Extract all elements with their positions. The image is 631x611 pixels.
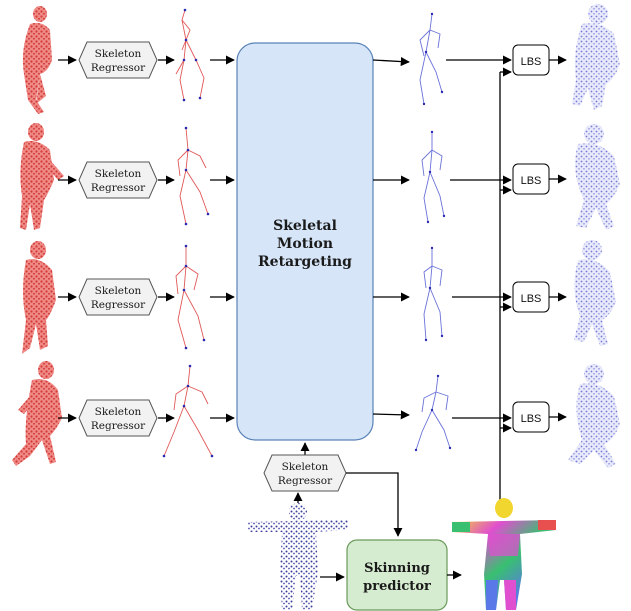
- skeleton-icon: [175, 244, 206, 350]
- skeleton-regressor-box: Skeleton Regressor: [263, 454, 347, 492]
- lbs-box: LBS: [512, 163, 550, 195]
- target-point-cloud-icon: [568, 364, 620, 468]
- target-point-cloud-icon: [572, 4, 620, 110]
- regressor-label-line2: Regressor: [91, 299, 146, 311]
- colored-mesh-icon: [452, 498, 556, 610]
- regressor-label-line1: Skeleton: [95, 168, 142, 180]
- target-point-cloud-icon: [574, 240, 616, 346]
- retarget-line1: Skeletal: [273, 218, 337, 234]
- skeleton-regressor-box: Skeleton Regressor: [78, 399, 158, 437]
- regressor-label-line1: Skeleton: [95, 48, 142, 60]
- source-point-cloud-icon: [22, 6, 52, 114]
- regressor-label-line2: Regressor: [91, 182, 146, 194]
- source-point-cloud-icon: [22, 241, 56, 354]
- regressor-label-line1: Skeleton: [282, 461, 329, 473]
- lbs-box: LBS: [512, 401, 550, 433]
- skeleton-icon: [421, 130, 446, 224]
- skeleton-icon: [177, 126, 210, 226]
- source-point-cloud-icon: [12, 361, 62, 466]
- skeleton-icon: [414, 374, 452, 452]
- skeleton-icon: [162, 364, 214, 458]
- regressor-label-line1: Skeleton: [95, 285, 142, 297]
- lbs-label: LBS: [521, 293, 542, 305]
- skeleton-icon: [423, 246, 444, 342]
- lbs-label: LBS: [521, 56, 542, 68]
- target-point-cloud-icon: [575, 124, 620, 230]
- skeleton-icon: [419, 12, 444, 106]
- skeleton-regressor-box: Skeleton Regressor: [78, 161, 158, 199]
- regressor-label-line2: Regressor: [91, 420, 146, 432]
- skinning-line2: predictor: [363, 579, 431, 594]
- skeletal-motion-retargeting-box: Skeletal Motion Retargeting: [236, 42, 374, 441]
- target-point-cloud-icon: [248, 503, 348, 610]
- regressor-label-line1: Skeleton: [95, 406, 142, 418]
- skeleton-icon: [175, 8, 205, 102]
- lbs-box: LBS: [512, 44, 550, 76]
- retarget-line3: Retargeting: [258, 254, 352, 270]
- lbs-label: LBS: [521, 175, 542, 187]
- regressor-label-line2: Regressor: [91, 62, 146, 74]
- skinning-line1: Skinning: [364, 561, 430, 576]
- source-point-cloud-icon: [20, 123, 64, 230]
- skeleton-regressor-box: Skeleton Regressor: [78, 278, 158, 316]
- lbs-box: LBS: [512, 281, 550, 313]
- skinning-predictor-box: Skinning predictor: [346, 539, 448, 611]
- regressor-label-line2: Regressor: [278, 475, 333, 487]
- retarget-line2: Motion: [277, 236, 333, 252]
- skeleton-regressor-box: Skeleton Regressor: [78, 41, 158, 79]
- lbs-label: LBS: [521, 413, 542, 425]
